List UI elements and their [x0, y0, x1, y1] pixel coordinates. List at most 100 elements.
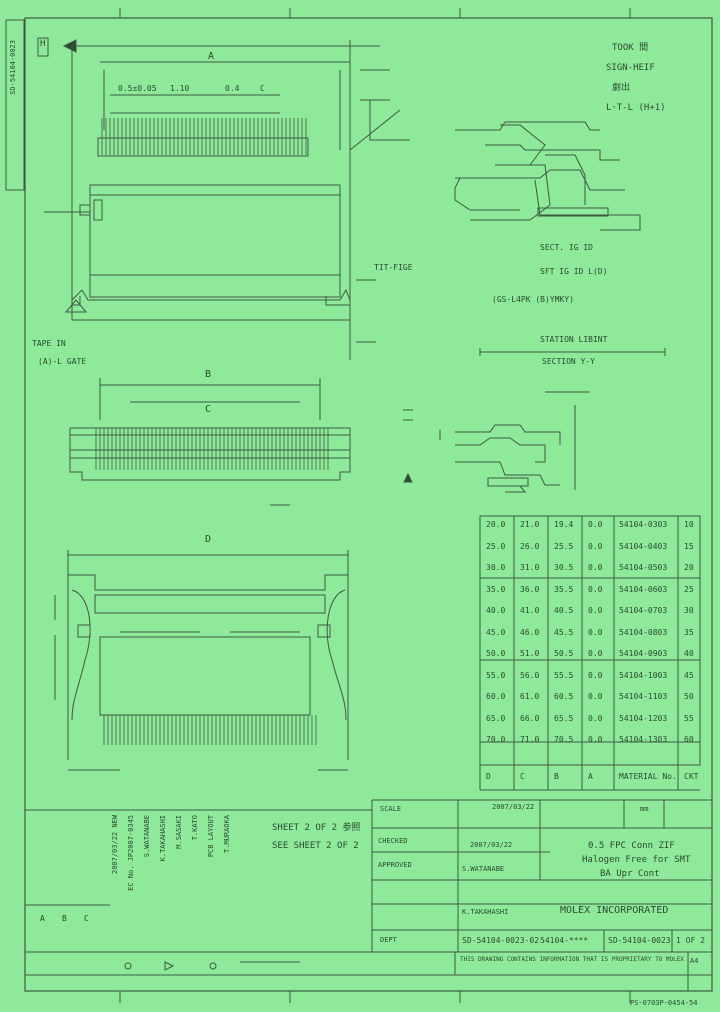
table-cell: 36.0 — [520, 584, 540, 594]
table-cell: 70.0 — [486, 735, 506, 744]
dim-a-label: A — [208, 51, 215, 62]
checked-name: K.TAKAHASHI — [462, 908, 509, 916]
table-cell: 60.0 — [486, 692, 506, 701]
side-label: TIT-FIGE — [374, 263, 413, 272]
table-cell: 0.0 — [588, 692, 603, 701]
table-cell: 55 — [684, 713, 694, 723]
table-cell: 0.0 — [588, 541, 603, 551]
revision-entry: S.WATANABE — [143, 815, 151, 858]
units-label: mm — [640, 805, 649, 813]
material-number: 54104-**** — [540, 936, 589, 945]
table-cell: 0.0 — [588, 520, 603, 529]
table-cell: 51.0 — [520, 649, 540, 658]
section-note-a: SECT. IG ID — [540, 243, 593, 252]
see-sheet: SEE SHEET 2 OF 2 — [272, 841, 359, 851]
dim-d-label: D — [205, 534, 212, 545]
side-doc-number: SD-54104-0023 — [9, 40, 17, 95]
table-cell: 40.0 — [486, 606, 506, 615]
table-cell: 25.0 — [486, 541, 506, 551]
table-cell: 54104-0603 — [619, 584, 668, 594]
date-a: 2007/03/22 — [470, 841, 513, 849]
title-line-3: BA Upr Cont — [600, 869, 660, 879]
detail-note-a: (GS-L4PK (B)YMKY) — [492, 295, 574, 304]
table-cell: 45 — [684, 670, 694, 680]
table-cell: 45.0 — [486, 627, 506, 637]
dim-c-label: C — [205, 404, 212, 415]
table-cell: 0.0 — [588, 563, 603, 572]
table-footer-cell: C — [520, 772, 525, 781]
table-cell: 61.0 — [520, 692, 540, 701]
revision-letter: C — [84, 914, 89, 923]
sheet-number: 1 OF 2 — [676, 936, 705, 945]
table-cell: 60.5 — [554, 692, 574, 701]
revision-entry: T.KATO — [191, 815, 199, 841]
table-cell: 35 — [684, 627, 694, 637]
table-cell: 50.0 — [486, 649, 506, 658]
table-cell: 50.5 — [554, 649, 574, 658]
table-cell: 54104-0703 — [619, 606, 668, 615]
table-cell: 41.0 — [520, 606, 540, 615]
dim-label-p4: C — [260, 84, 265, 93]
table-cell: 26.0 — [520, 541, 540, 551]
dim-b-label: B — [205, 369, 212, 380]
disclaimer: THIS DRAWING CONTAINS INFORMATION THAT I… — [460, 956, 684, 963]
table-cell: 0.0 — [588, 584, 603, 594]
table-cell: 30.5 — [554, 563, 574, 572]
table-cell: 54104-0503 — [619, 563, 668, 572]
approved-label: APPROVED — [378, 861, 412, 869]
table-footer-cell: D — [486, 772, 491, 781]
table-cell: 21.0 — [520, 520, 540, 529]
see-sheet-jp: SHEET 2 OF 2 参照 — [272, 823, 361, 833]
table-cell: 0.0 — [588, 627, 603, 637]
section-note-b: SFT IG ID L(D) — [540, 267, 608, 276]
table-cell: 55.0 — [486, 670, 506, 680]
dim-label-p3: 0.4 — [225, 84, 240, 93]
note-3: 劇出 — [612, 83, 631, 93]
tape-note: TAPE IN — [32, 339, 66, 348]
table-cell: 25.5 — [554, 541, 574, 551]
table-footer-cell: CKT — [684, 772, 699, 781]
revision-entry: K.TAKAHASHI — [159, 815, 167, 862]
table-cell: 0.0 — [588, 735, 603, 744]
table-cell: 0.0 — [588, 670, 603, 680]
table-cell: 50 — [684, 692, 694, 701]
format-number: SD-54104-0023-02 — [462, 936, 540, 945]
size-label: A4 — [690, 957, 699, 965]
table-cell: 55.5 — [554, 670, 574, 680]
note-1: TOOK 間 — [612, 43, 649, 53]
table-cell: 0.0 — [588, 606, 603, 615]
note-2: SIGN-HEIF — [606, 63, 655, 73]
table-cell: 54104-0303 — [619, 520, 668, 529]
bottom-doc-revision: PS-0703P-0454-54 — [630, 999, 698, 1007]
table-cell: 35.0 — [486, 584, 506, 594]
table-cell: 19.4 — [554, 520, 574, 529]
revision-letter: B — [62, 914, 67, 923]
title-line-2: Halogen Free for SMT — [582, 855, 691, 865]
table-cell: 25 — [684, 584, 694, 594]
table-cell: 20.0 — [486, 520, 506, 529]
table-cell: 0.0 — [588, 649, 603, 658]
table-cell: 20 — [684, 563, 694, 572]
section-title: SECTION Y-Y — [542, 357, 595, 366]
table-cell: 40.5 — [554, 606, 574, 615]
table-cell: 0.0 — [588, 713, 603, 723]
table-cell: 66.0 — [520, 713, 540, 723]
top-left-marker: H — [40, 39, 46, 49]
table-footer-cell: B — [554, 772, 559, 781]
revision-entry: 2007/03/22 NEW — [111, 815, 119, 875]
table-cell: 40 — [684, 649, 694, 658]
revision-entry: T.MURAOKA — [223, 815, 231, 853]
company-name: MOLEX INCORPORATED — [560, 905, 669, 916]
table-cell: 65.0 — [486, 713, 506, 723]
table-cell: 15 — [684, 541, 694, 551]
revision-letter: A — [40, 914, 45, 923]
table-cell: 56.0 — [520, 670, 540, 680]
table-cell: 54104-1203 — [619, 713, 668, 723]
table-cell: 60 — [684, 735, 694, 744]
pitch-label: 0.5±0.05 — [118, 84, 157, 93]
dept-label: DEPT — [380, 936, 397, 944]
drawn-name: S.WATANABE — [462, 865, 505, 873]
tape-note-2: (A)-L GATE — [38, 357, 87, 366]
